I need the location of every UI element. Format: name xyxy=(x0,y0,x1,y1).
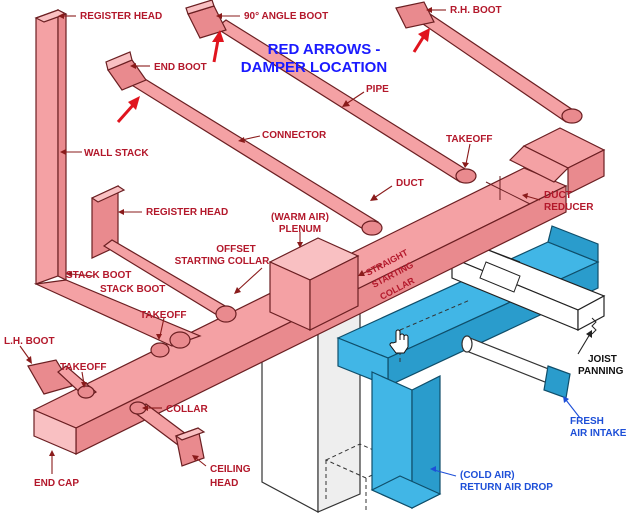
damper-arrow-angle-boot xyxy=(212,30,224,63)
label-offset-1: OFFSET xyxy=(216,244,255,255)
damper-arrow-end-boot xyxy=(116,96,140,123)
label-takeoff-left: TAKEOFF xyxy=(60,362,106,373)
wall-stack xyxy=(33,9,202,349)
label-takeoff-right: TAKEOFF xyxy=(446,134,492,145)
label-wall-stack: WALL STACK xyxy=(84,148,149,159)
label-warm-air-2: PLENUM xyxy=(279,224,321,235)
labels: RED ARROWS - DAMPER LOCATION REGISTER HE… xyxy=(4,5,627,493)
label-offset-2: STARTING COLLAR xyxy=(175,256,271,267)
title-line-2: DAMPER LOCATION xyxy=(241,59,387,76)
label-joist-1: JOIST xyxy=(588,354,617,365)
branch-angle-boot xyxy=(185,0,477,184)
label-ceiling-2: HEAD xyxy=(210,478,238,489)
label-joist-2: PANNING xyxy=(578,366,624,377)
label-stack-boot-1: STACK BOOT xyxy=(66,270,131,281)
hand-cursor-icon xyxy=(389,329,409,354)
branch-end-boot xyxy=(105,51,383,236)
label-stack-boot-2: STACK BOOT xyxy=(100,284,165,295)
label-fresh-2: AIR INTAKE xyxy=(570,428,627,439)
label-duct-reducer-2: REDUCER xyxy=(544,202,594,213)
label-register-head-mid: REGISTER HEAD xyxy=(146,207,228,218)
label-angle-boot: 90° ANGLE BOOT xyxy=(244,11,328,22)
label-pipe: PIPE xyxy=(366,84,389,95)
branch-register-mid xyxy=(90,185,237,323)
label-warm-air-1: (WARM AIR) xyxy=(271,212,329,223)
label-duct-reducer-1: DUCT xyxy=(544,190,572,201)
branch-rh-boot xyxy=(395,1,583,124)
plenum xyxy=(268,237,360,331)
label-ceiling-1: CEILING xyxy=(210,464,251,475)
label-takeoff-mid: TAKEOFF xyxy=(140,310,186,321)
label-end-cap: END CAP xyxy=(34,478,79,489)
leader-lines xyxy=(19,7,592,477)
title-line-1: RED ARROWS - xyxy=(268,41,381,58)
label-cold-air-1: (COLD AIR) xyxy=(460,470,515,481)
damper-arrow-rh-boot xyxy=(412,28,430,53)
label-fresh-1: FRESH xyxy=(570,416,604,427)
label-collar: COLLAR xyxy=(166,404,208,415)
label-register-head-top: REGISTER HEAD xyxy=(80,11,162,22)
label-connector: CONNECTOR xyxy=(262,130,327,141)
label-rh-boot: R.H. BOOT xyxy=(450,5,502,16)
label-duct: DUCT xyxy=(396,178,424,189)
label-cold-air-2: RETURN AIR DROP xyxy=(460,482,553,493)
branch-lh-boot xyxy=(27,342,170,399)
damper-arrows xyxy=(116,28,430,123)
label-end-boot: END BOOT xyxy=(154,62,207,73)
label-lh-boot: L.H. BOOT xyxy=(4,336,55,347)
